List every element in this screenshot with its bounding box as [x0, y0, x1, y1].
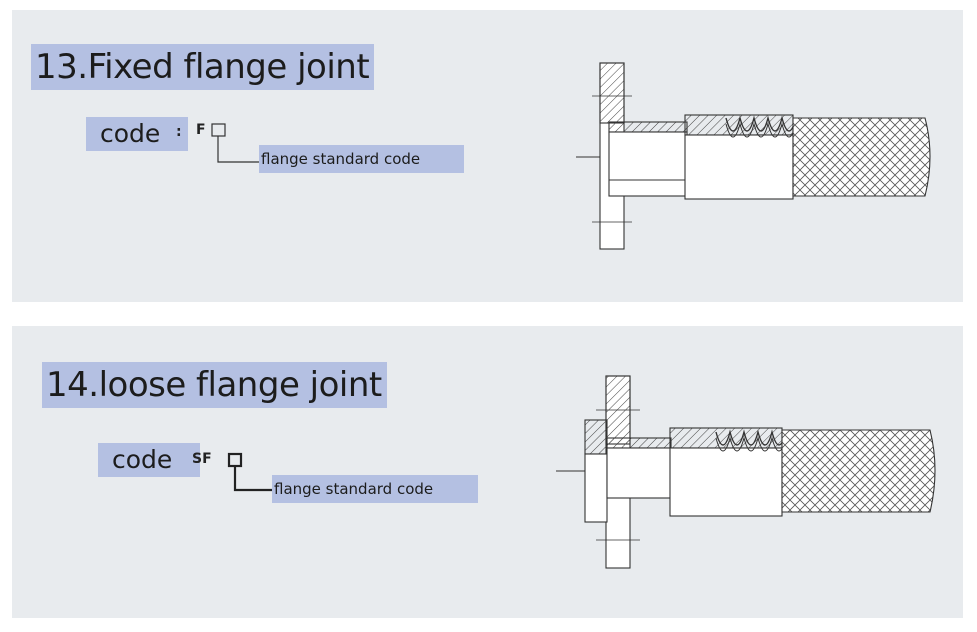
code-label-text: code [100, 119, 161, 148]
fixed-flange-code-separator: : [176, 124, 182, 140]
code-label-text: code [112, 445, 173, 474]
loose-flange-standard-label: flange standard code [272, 475, 478, 503]
fixed-flange-code-value: F [196, 122, 206, 138]
fixed-flange-title: 13.Fixed flange joint [31, 44, 374, 90]
loose-flange-code-label: code [98, 443, 200, 477]
loose-flange-title: 14.loose flange joint [42, 362, 387, 408]
fixed-flange-standard-label: flange standard code [259, 145, 464, 173]
loose-flange-code-value: SF [192, 451, 212, 467]
fixed-flange-code-label: code [86, 117, 188, 151]
